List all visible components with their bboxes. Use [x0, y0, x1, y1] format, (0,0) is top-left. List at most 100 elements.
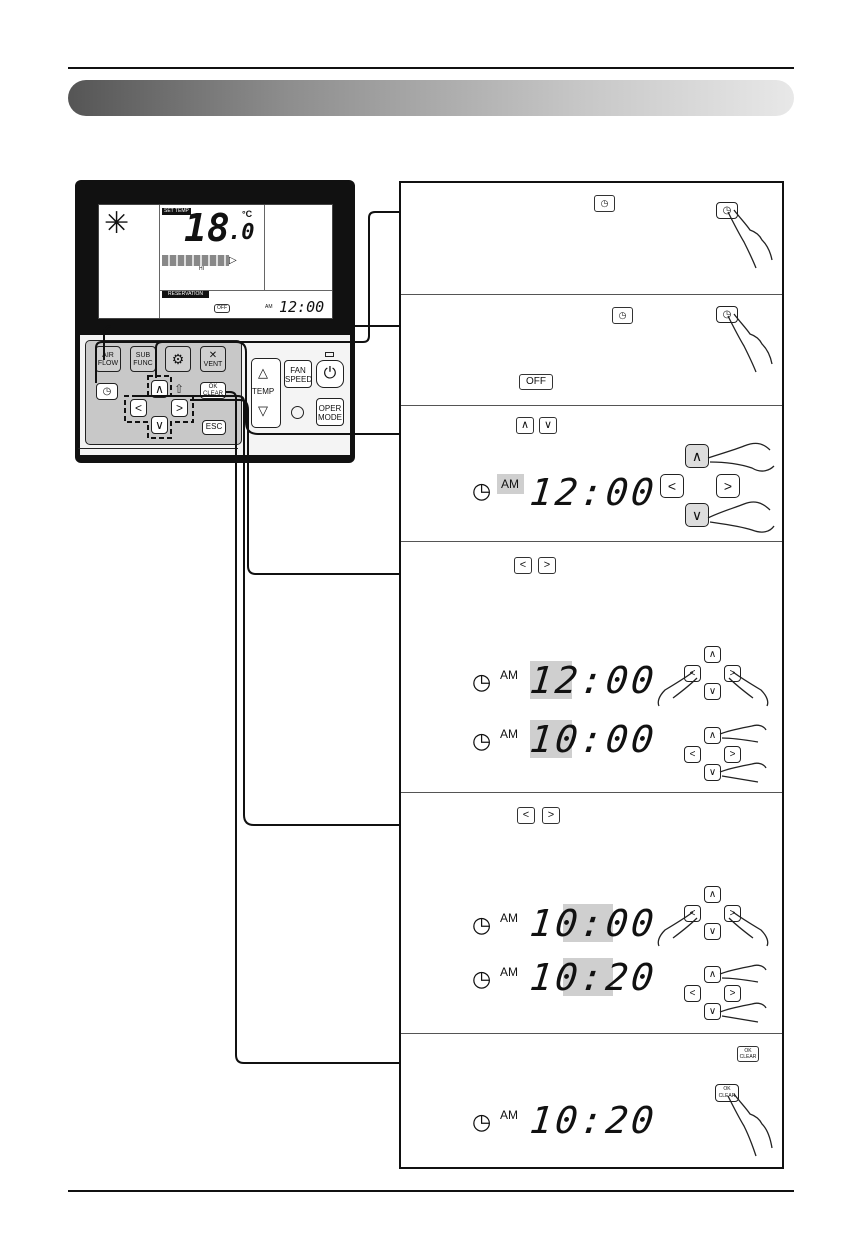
step2-clock-button-icon: ◷	[612, 307, 633, 324]
step5-dpad-b-left: <	[684, 985, 701, 1002]
step6-clear-label: CLEAR	[739, 1054, 757, 1060]
step5-am-a: AM	[500, 911, 518, 925]
step-divider-4	[401, 792, 782, 793]
chevron-up-icon: ∧	[708, 889, 717, 900]
temp-button-group	[251, 358, 281, 428]
connector-step2	[103, 325, 399, 360]
sub-func-button[interactable]: SUB FUNC	[130, 346, 156, 372]
clock-icon: ◷	[722, 309, 732, 320]
step6-ok-clear-icon: OK CLEAR	[737, 1046, 759, 1062]
step5-right-icon: >	[542, 807, 560, 824]
chevron-up-icon: ∧	[708, 649, 717, 660]
lcd-temperature-decimal: .0	[228, 220, 255, 245]
lcd-unit: °C	[242, 209, 253, 219]
chevron-left-icon: <	[689, 749, 696, 760]
connector-step6	[226, 391, 399, 1064]
clear-label: CLEAR	[202, 391, 223, 397]
step4-dpad-b-right: >	[724, 746, 741, 763]
step3-dpad-up: ∧	[685, 444, 709, 468]
step5-minute-highlight-a	[563, 904, 613, 942]
step3-am: AM	[501, 477, 519, 491]
step6-press-ok-label: OK	[723, 1086, 731, 1092]
temp-up-icon[interactable]: △	[258, 365, 268, 380]
vent-button[interactable]: ✕ VENT	[200, 346, 226, 372]
set-temp-badge: SET TEMP	[162, 208, 191, 215]
reservation-clock-button[interactable]: ◷	[96, 383, 118, 400]
left-button[interactable]: <	[130, 399, 147, 417]
step4-am-b: AM	[500, 727, 518, 741]
step5-dpad-a-up: ∧	[704, 886, 721, 903]
chevron-up-icon: ∧	[708, 969, 717, 980]
power-indicator-icon	[325, 352, 334, 357]
ok-clear-button[interactable]: OK CLEAR	[200, 382, 226, 399]
step2-hand-icon	[727, 313, 773, 373]
sensor-circle-icon	[291, 406, 304, 419]
step5-dpad-b-right: >	[724, 985, 741, 1002]
top-rule	[68, 67, 794, 69]
connector-step1	[95, 211, 399, 383]
function-gear-button[interactable]: ⚙	[165, 346, 191, 372]
step1-clock-button-icon: ◷	[594, 195, 615, 212]
chevron-left-icon: <	[689, 668, 696, 679]
lcd-temperature: 18	[184, 206, 230, 250]
oper-mode-button[interactable]: OPER MODE	[316, 398, 344, 426]
air-flow-label-2: FLOW	[97, 360, 119, 367]
step6-ok-label: OK	[744, 1048, 752, 1054]
step6-press-ok-clear: OK CLEAR	[715, 1084, 739, 1102]
step4-dpad-a-up: ∧	[704, 646, 721, 663]
bottom-rule	[68, 1190, 794, 1192]
fan-speed-label-1: FAN	[290, 366, 306, 375]
fan-level-arrow: ▷	[229, 255, 237, 266]
step4-clock-icon-b: ◷	[472, 728, 492, 753]
step1-hand-icon	[727, 209, 773, 269]
temp-down-icon[interactable]: ▽	[258, 403, 268, 418]
power-button[interactable]: ⏻	[316, 360, 344, 388]
temp-label: TEMP	[252, 387, 275, 396]
connector-step3	[155, 341, 399, 435]
step3-up-icon: ∧	[516, 417, 534, 434]
right-button[interactable]: >	[171, 399, 188, 417]
step1-press-clock-button: ◷	[716, 202, 738, 219]
fan-speed-button[interactable]: FAN SPEED	[284, 360, 312, 388]
chevron-left-icon: <	[689, 988, 696, 999]
chevron-down-icon: ∨	[155, 418, 164, 432]
reservation-badge: RESERVATION	[162, 291, 210, 298]
connector-step4	[190, 399, 399, 575]
clock-icon: ◷	[618, 310, 627, 320]
step5-hand-icons-a	[657, 911, 769, 947]
lcd-screen: ✳ SET TEMP 18 .0 °C ▷ HI RESERVATION OFF…	[98, 204, 333, 319]
vent-label: VENT	[203, 361, 223, 368]
chevron-right-icon: >	[723, 478, 733, 494]
step4-hour-highlight-b	[530, 720, 572, 758]
chevron-right-icon: >	[175, 401, 183, 415]
step6-hand-icon	[727, 1093, 773, 1157]
esc-label: ESC	[205, 422, 223, 431]
down-button[interactable]: ∨	[151, 416, 168, 434]
up-button[interactable]: ∧	[151, 380, 168, 398]
chevron-left-icon: <	[689, 908, 696, 919]
sub-func-label-1: SUB	[135, 352, 151, 359]
fan-speed-label-2: SPEED	[285, 375, 313, 384]
chevron-right-icon: >	[729, 988, 736, 999]
ok-label: OK	[208, 384, 218, 390]
step-divider-5	[401, 1033, 782, 1034]
fan-icon: ✕	[208, 350, 218, 361]
clock-icon: ◷	[600, 198, 609, 208]
section-banner	[68, 80, 794, 116]
esc-button[interactable]: ESC	[202, 420, 226, 435]
step3-dpad-down: ∨	[685, 503, 709, 527]
snowflake-icon: ✳	[104, 207, 130, 240]
step4-dpad-b-left: <	[684, 746, 701, 763]
step4-hand-icons-b	[719, 724, 767, 783]
power-icon: ⏻	[323, 365, 337, 382]
chevron-right-icon: >	[729, 908, 736, 919]
step-divider-2	[401, 405, 782, 406]
step5-left-icon: <	[517, 807, 535, 824]
chevron-left-icon: <	[667, 478, 677, 494]
chevron-left-icon: <	[134, 401, 142, 415]
step3-down-icon: ∨	[539, 417, 557, 434]
step4-am-a: AM	[500, 668, 518, 682]
step4-clock-icon-a: ◷	[472, 669, 492, 694]
step5-clock-icon-b: ◷	[472, 966, 492, 991]
